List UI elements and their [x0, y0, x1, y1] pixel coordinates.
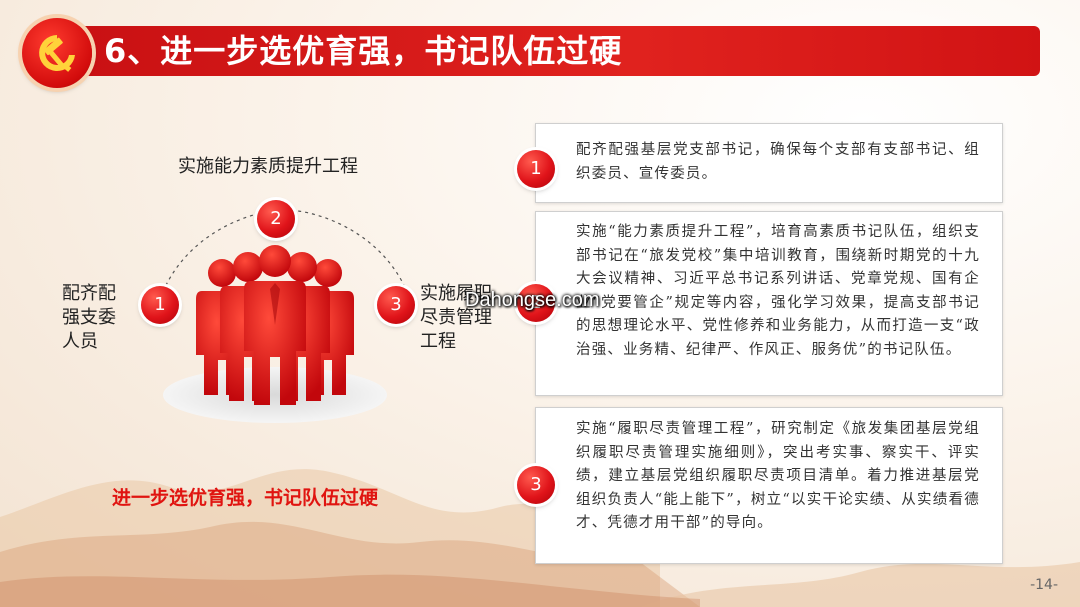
- slogan-text: 进一步选优育强，书记队伍过硬: [112, 487, 379, 509]
- title-bar: [26, 26, 1040, 76]
- info-box-3: 实施“履职尽责管理工程”，研究制定《旅发集团基层党组织履职尽责管理实施细则》，突…: [535, 407, 1003, 564]
- info-box-2-text: 实施“能力素质提升工程”，培育高素质书记队伍，组织支部书记在“旅发党校”集中培训…: [576, 224, 980, 358]
- people-group-icon: [163, 245, 387, 423]
- box-badge-3: 3: [517, 466, 555, 504]
- info-box-2: 实施“能力素质提升工程”，培育高素质书记队伍，组织支部书记在“旅发党校”集中培训…: [535, 211, 1003, 396]
- info-box-1: 配齐配强基层党支部书记，确保每个支部有支部书记、组织委员、宣传委员。: [535, 123, 1003, 203]
- page-title: 6、进一步选优育强，书记队伍过硬: [104, 32, 623, 70]
- box-badge-1: 1: [517, 150, 555, 188]
- right-label: 实施履职 尽责管理 工程: [420, 283, 492, 352]
- box-badge-2: 2: [517, 284, 555, 322]
- hammer-sickle-icon: [39, 35, 75, 72]
- diagram-badge-3: 3: [377, 286, 415, 324]
- party-emblem: [22, 18, 92, 88]
- page-number: -14-: [1030, 577, 1058, 593]
- diagram-badge-2: 2: [257, 200, 295, 238]
- info-box-3-text: 实施“履职尽责管理工程”，研究制定《旅发集团基层党组织履职尽责管理实施细则》，突…: [576, 421, 980, 531]
- diagram-badge-1: 1: [141, 286, 179, 324]
- info-box-1-text: 配齐配强基层党支部书记，确保每个支部有支部书记、组织委员、宣传委员。: [576, 142, 980, 182]
- top-label: 实施能力素质提升工程: [178, 156, 358, 177]
- mountain-backdrop: [0, 469, 1080, 607]
- watermark-text: Dahongse.com: [465, 289, 600, 311]
- left-label: 配齐配 强支委 人员: [62, 283, 116, 352]
